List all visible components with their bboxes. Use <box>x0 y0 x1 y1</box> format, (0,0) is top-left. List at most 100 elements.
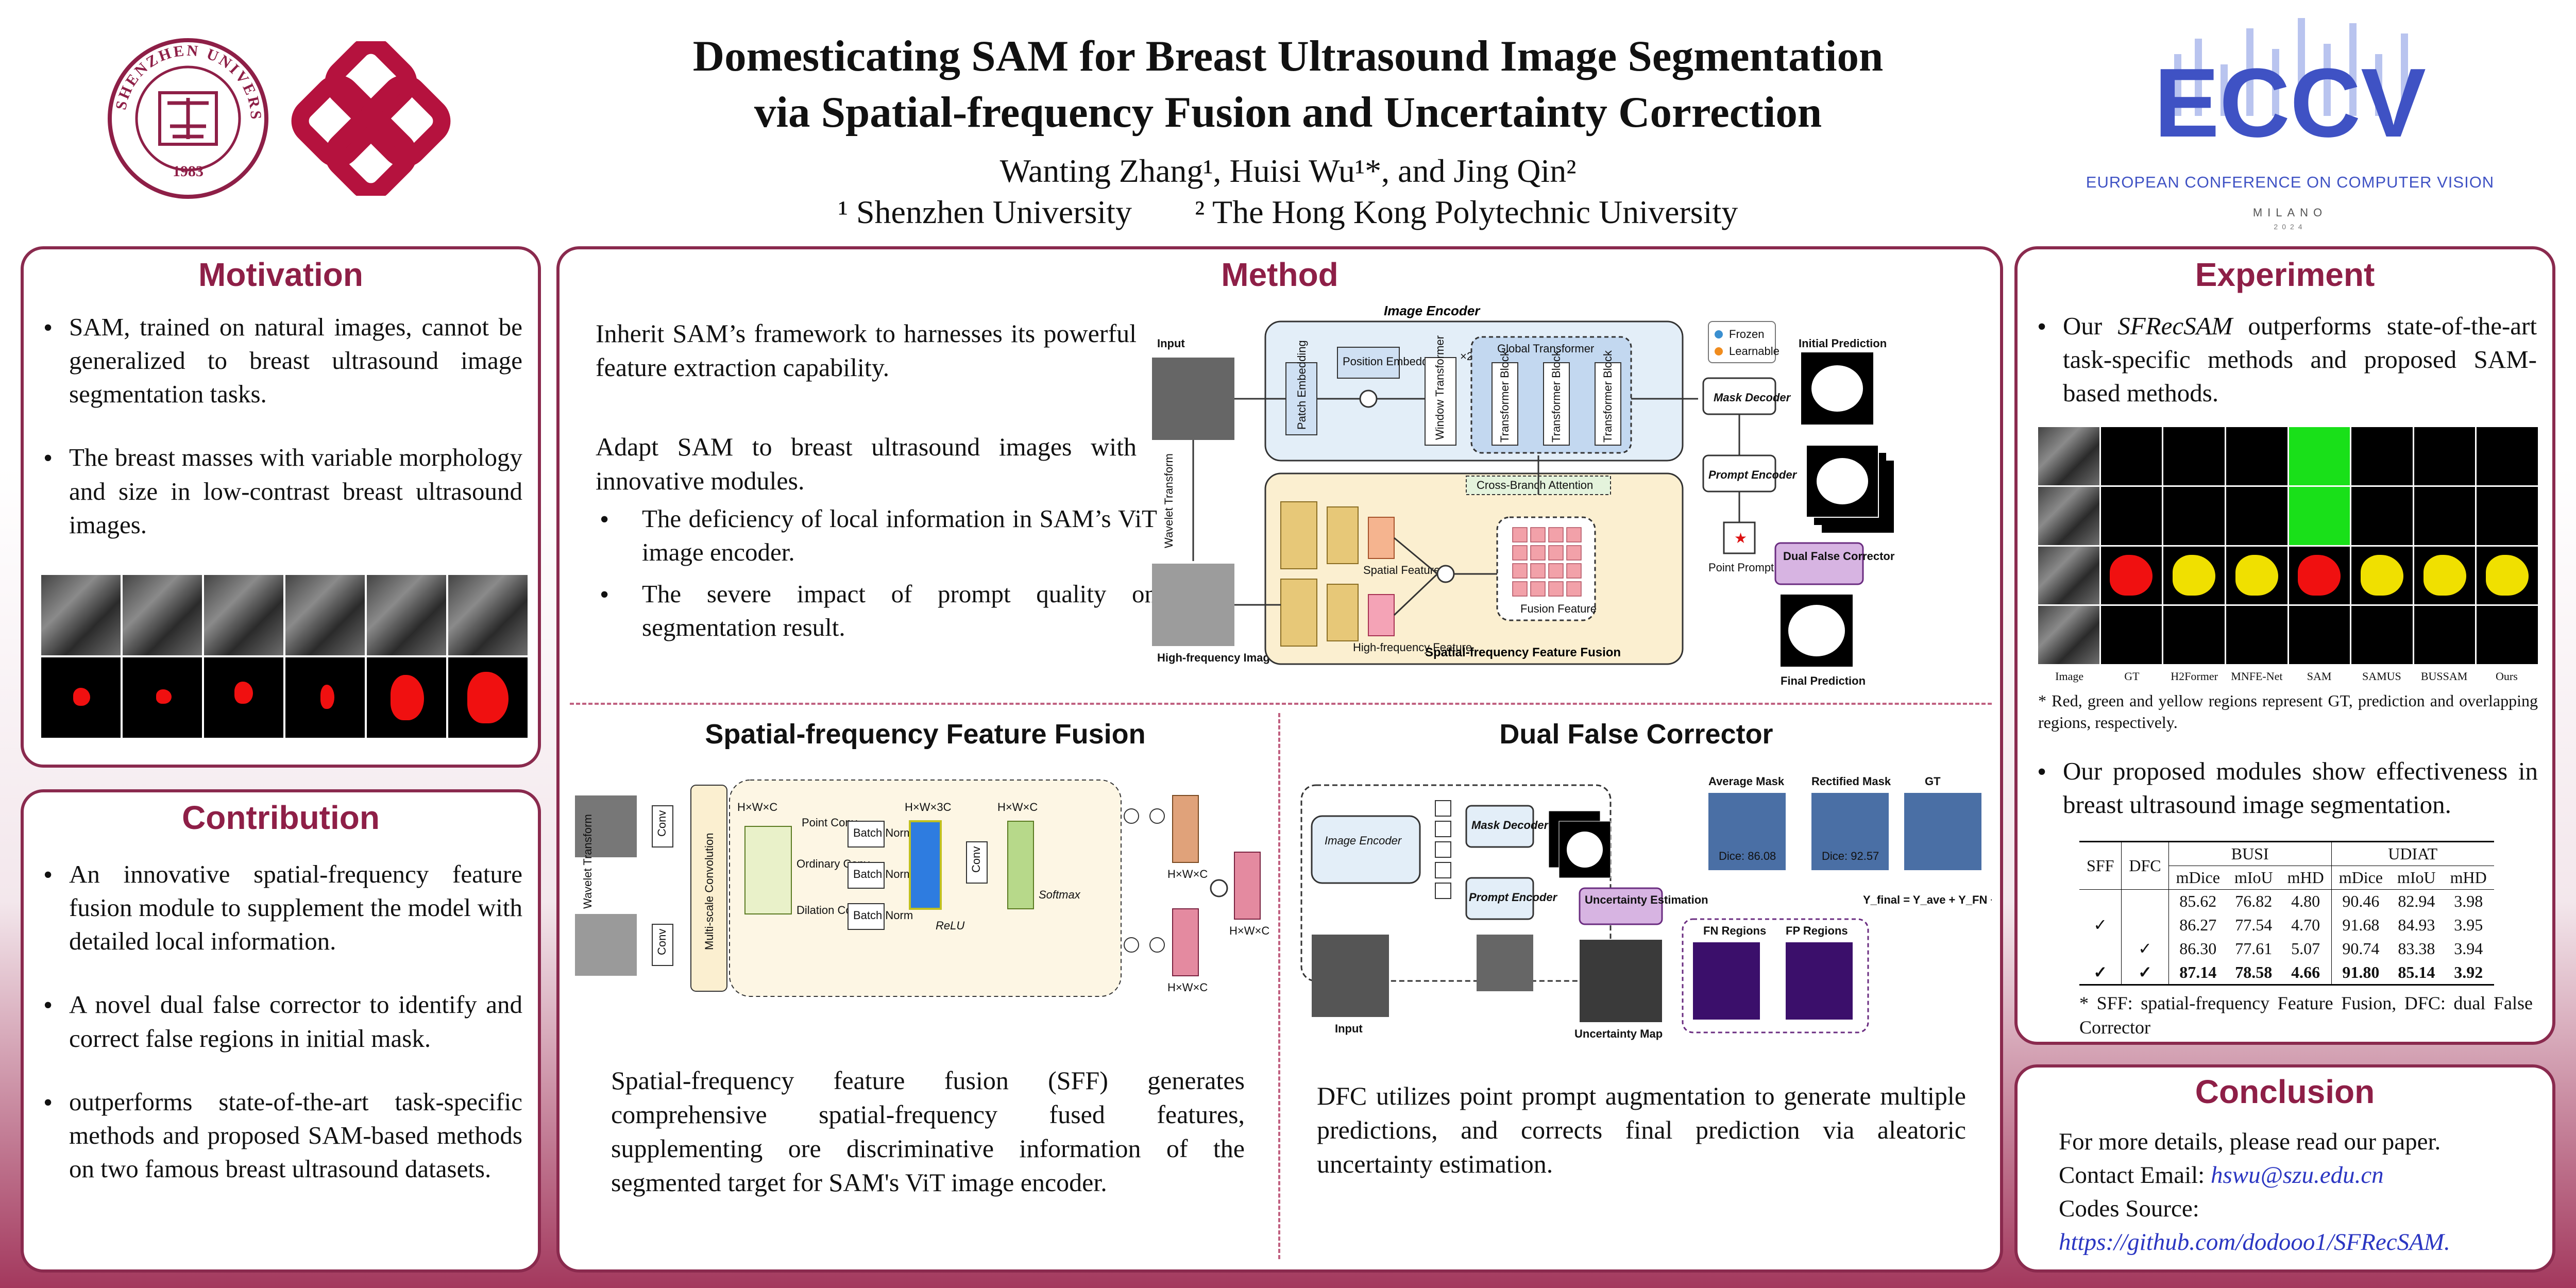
dice-average-label: Dice: 86.08 <box>1719 850 1776 862</box>
table-cell: 83.38 <box>2398 939 2435 958</box>
mask-thumb <box>285 657 365 738</box>
conclusion-title: Conclusion <box>2195 1073 2375 1110</box>
method-sub-bullets: The deficiency of local information in S… <box>596 502 1157 645</box>
table-head-dfc: DFC <box>2121 841 2169 890</box>
high-frequency-image-label: High-frequency Image <box>1157 651 1276 664</box>
experiment-bullet: Our proposed modules show effectiveness … <box>2033 754 2538 821</box>
table-cell: 77.61 <box>2235 939 2273 958</box>
dfc-image-encoder-label: Image Encoder <box>1325 834 1402 847</box>
dfc-input-label: Input <box>1335 1022 1363 1035</box>
dfc-mask-decoder-label: Mask Decoder <box>1471 819 1549 832</box>
dfc-description: DFC utilizes point prompt augmentation t… <box>1317 1081 1966 1178</box>
comparison-grid-note: * Red, green and yellow regions represen… <box>2038 691 2538 732</box>
relu-label: ReLU <box>936 919 964 932</box>
table-head-udiat: UDIAT <box>2388 844 2438 863</box>
batch-norm-label: Batch Norm <box>853 868 913 880</box>
email-link[interactable]: hswu@szu.edu.cn <box>2211 1161 2384 1189</box>
table-cell: 85.62 <box>2179 892 2217 910</box>
conv-label: Conv <box>655 929 668 955</box>
sff-diagram: Wavelet Transform Conv Conv Multi-scale … <box>575 779 1269 997</box>
ultrasound-thumb <box>123 575 202 655</box>
experiment-bullet: Our SFRecSAM outperforms state-of-the-ar… <box>2033 309 2537 410</box>
dfc-box-label: Dual False Corrector <box>1783 550 1895 563</box>
transformer-block-label: Transformer Block <box>1601 350 1614 443</box>
method-panel: Method Inherit SAM’s framework to harnes… <box>556 246 2003 1273</box>
table-cell <box>2079 889 2122 913</box>
code-label: Codes Source: <box>2059 1195 2199 1222</box>
experiment-bullets-2: Our proposed modules show effectiveness … <box>2033 754 2538 821</box>
table-cell <box>2121 913 2169 937</box>
mask-thumb <box>448 657 528 738</box>
table-cell: 91.68 <box>2342 915 2380 934</box>
wavelet-label: Wavelet Transform <box>1162 453 1175 548</box>
table-cell: 76.82 <box>2235 892 2273 910</box>
sff-hw3c-label: H×W×3C <box>905 801 952 814</box>
patch-embedding-label: Patch Embedding <box>1295 340 1308 430</box>
table-cell: 91.80 <box>2342 962 2380 981</box>
high-frequency-feature-label: High-frequency Feature <box>1353 641 1472 654</box>
table-row: ✓ ✓ 87.14 78.58 4.66 91.80 85.14 3.92 <box>2079 960 2494 985</box>
window-transformer-label: Window Transformer <box>1433 335 1446 440</box>
dice-rectified-label: Dice: 92.57 <box>1822 850 1879 862</box>
code-link[interactable]: https://github.com/dodooo1/SFRecSAM. <box>2059 1228 2450 1256</box>
comparison-grid-labels: Image GT H2Former MNFE-Net SAM SAMUS BUS… <box>2038 670 2538 683</box>
point-star-icon: ★ <box>1734 531 1747 547</box>
mask-decoder-label: Mask Decoder <box>1714 391 1791 404</box>
contact-line: Contact Email: hswu@szu.edu.cn <box>2059 1159 2548 1192</box>
fn-regions-label: FN Regions <box>1703 924 1766 937</box>
eccv-subtitle: EUROPEAN CONFERENCE ON COMPUTER VISION <box>2086 173 2495 191</box>
sff-wavelet-label: Wavelet Transform <box>581 814 594 909</box>
table-cell: 4.70 <box>2280 913 2332 937</box>
eccv-city: MILANO <box>2252 206 2328 219</box>
motivation-bullet: SAM, trained on natural images, cannot b… <box>39 310 522 411</box>
experiment-bullet1-pre: Our <box>2063 312 2118 340</box>
experiment-panel: Experiment Our SFRecSAM outperforms stat… <box>2014 246 2555 1045</box>
grid-col-label: SAM <box>2307 670 2332 683</box>
table-cell: 87.14 <box>2179 962 2217 981</box>
mask-thumb <box>41 657 121 738</box>
polyu-logo <box>291 36 451 201</box>
ultrasound-thumb <box>367 575 446 655</box>
grid-col-label: BUSSAM <box>2420 670 2468 683</box>
table-cell: ✓ <box>2079 960 2122 985</box>
table-note: * SFF: spatial-frequency Feature Fusion,… <box>2079 993 2533 1038</box>
dfc-heading: Dual False Corrector <box>1499 719 1773 750</box>
table-cell: 4.80 <box>2280 889 2332 913</box>
method-intro-2: Adapt SAM to breast ultrasound images wi… <box>596 432 1137 495</box>
contribution-bullet: A novel dual false corrector to identify… <box>39 988 522 1055</box>
table-cell <box>2121 889 2169 913</box>
transformer-block-label: Transformer Block <box>1498 350 1511 443</box>
table-col: mDice <box>2338 868 2383 887</box>
method-name: SFRecSAM <box>2117 312 2233 340</box>
table-col: mHD <box>2280 866 2332 890</box>
initial-prediction-label: Initial Prediction <box>1799 337 1887 350</box>
table-cell: 90.46 <box>2342 892 2380 910</box>
authors: Wanting Zhang¹, Huisi Wu¹*, and Jing Qin… <box>999 152 1577 189</box>
horizontal-divider <box>570 703 1992 705</box>
sff-module-label: Spatial-frequency Feature Fusion <box>1425 646 1621 659</box>
image-encoder-label: Image Encoder <box>1384 303 1481 318</box>
experiment-bullets: Our SFRecSAM outperforms state-of-the-ar… <box>2033 309 2537 410</box>
table-cell: 86.27 <box>2179 915 2217 934</box>
grid-col-label: SAMUS <box>2362 670 2401 683</box>
table-col: mIoU <box>2397 868 2436 887</box>
method-title: Method <box>1221 256 1338 293</box>
motivation-bullet: The breast masses with variable morpholo… <box>39 440 522 541</box>
table-cell: 3.98 <box>2454 892 2483 910</box>
table-cell: 90.74 <box>2342 939 2380 958</box>
transformer-block-label: Transformer Block <box>1550 350 1563 443</box>
prompt-encoder-label: Prompt Encoder <box>1708 468 1798 481</box>
method-sub-bullet: The deficiency of local information in S… <box>596 502 1157 569</box>
table-cell: 78.58 <box>2235 962 2273 981</box>
point-prompt-label: Point Prompt <box>1708 561 1774 574</box>
contribution-bullets: An innovative spatial-frequency feature … <box>39 857 522 1185</box>
dfc-prompt-encoder-label: Prompt Encoder <box>1469 891 1558 904</box>
batch-norm-label: Batch Norm <box>853 909 913 922</box>
contribution-title: Contribution <box>182 799 380 836</box>
table-cell: 4.66 <box>2280 960 2332 985</box>
table-row: 85.62 76.82 4.80 90.46 82.94 3.98 <box>2079 889 2494 913</box>
table-col: mDice <box>2176 868 2220 887</box>
poster-title-line2: via Spatial-frequency Fusion and Uncerta… <box>754 88 1822 137</box>
table-cell: 86.30 <box>2179 939 2217 958</box>
table-cell: ✓ <box>2121 960 2169 985</box>
